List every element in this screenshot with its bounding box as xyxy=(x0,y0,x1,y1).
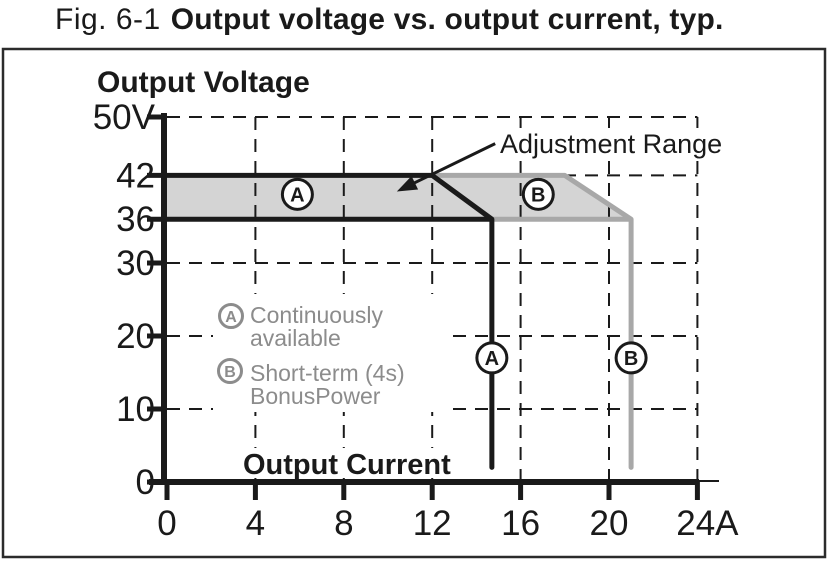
legend-symbol-a-circle-icon xyxy=(218,303,244,329)
figure-number: Fig. 6-1 xyxy=(55,3,161,36)
legend: A Continuously available B Short-term (4… xyxy=(217,302,405,409)
xlabel-backing xyxy=(240,448,476,478)
legend-symbol-b-letter: B xyxy=(224,364,236,381)
legend-b-line1: Short-term (4s) xyxy=(250,360,405,386)
y-axis-title: Output Voltage xyxy=(97,66,310,99)
legend-b-line2: BonusPower xyxy=(250,383,381,409)
y-tick-label-20: 20 xyxy=(116,317,155,356)
marker-letter-a-0: A xyxy=(290,184,304,206)
adjustment-range-label: Adjustment Range xyxy=(500,129,722,159)
marker-letter-b-3: B xyxy=(624,348,638,370)
x-axis-title: Output Current xyxy=(243,449,451,481)
x-tick-label-0: 0 xyxy=(157,504,176,543)
figure-title: Fig. 6-1 Output voltage vs. output curren… xyxy=(55,4,724,36)
x-tick-label-4: 4 xyxy=(246,504,265,543)
legend-a-line2: available xyxy=(250,325,341,351)
y-tick-label-10: 10 xyxy=(116,390,155,429)
figure-border xyxy=(1,47,827,559)
legend-a-line1: Continuously xyxy=(250,302,383,328)
x-tick-label-8: 8 xyxy=(334,504,353,543)
marker-circle-a-2 xyxy=(475,341,509,375)
annotation-backing xyxy=(498,128,712,160)
legend-backing xyxy=(213,294,445,412)
marker-circle-b-1 xyxy=(521,177,555,211)
annotation-arrowhead-icon xyxy=(396,175,419,192)
adjustment-band xyxy=(167,175,632,220)
x-tick-label-24: 24A xyxy=(676,504,739,543)
y-tick-label-36: 36 xyxy=(116,200,155,239)
figure-caption: Output voltage vs. output current, typ. xyxy=(170,3,724,36)
annotation-arrow-line xyxy=(405,142,496,189)
y-tick-label-30: 30 xyxy=(116,244,155,283)
x-tick-label-16: 16 xyxy=(501,504,540,543)
x-tick-label-12: 12 xyxy=(413,504,452,543)
marker-letter-b-1: B xyxy=(531,184,545,206)
marker-circle-a-0 xyxy=(280,177,314,211)
x-tick-label-20: 20 xyxy=(590,504,629,543)
y-tick-label-42: 42 xyxy=(116,156,155,195)
legend-symbol-a-letter: A xyxy=(225,309,237,326)
marker-circle-b-3 xyxy=(614,341,648,375)
marker-letter-a-2: A xyxy=(485,348,499,370)
y-tick-label-50: 50V xyxy=(93,98,156,137)
y-tick-label-0: 0 xyxy=(136,463,155,502)
legend-symbol-b-circle-icon xyxy=(217,358,243,384)
